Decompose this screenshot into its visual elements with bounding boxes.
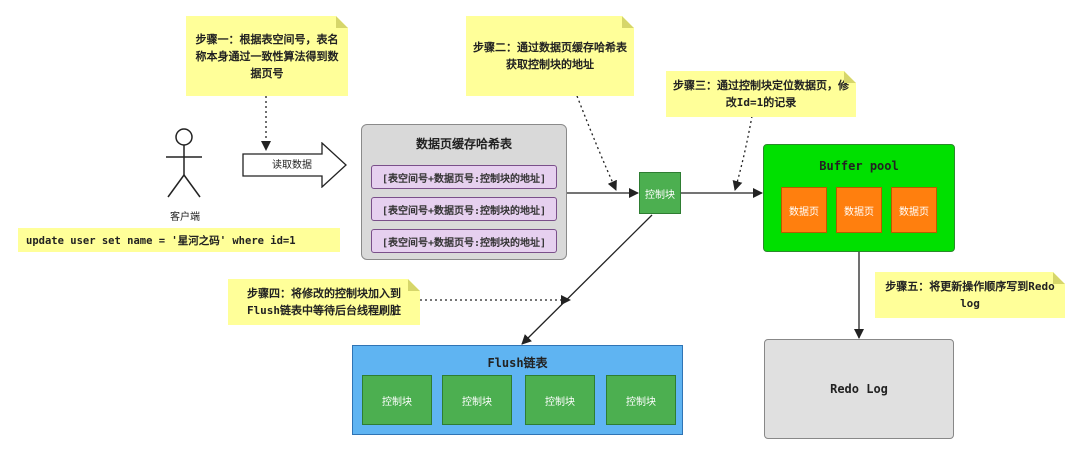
step2-text: 步骤二：通过数据页缓存哈希表获取控制块的地址: [473, 41, 627, 71]
hash-entry: [表空间号+数据页号:控制块的地址]: [371, 165, 557, 189]
hash-table-title: 数据页缓存哈希表: [415, 137, 512, 151]
step3-pointer: [732, 115, 753, 191]
step1-note: 步骤一：根据表空间号，表名称本身通过一致性算法得到数据页号: [186, 16, 348, 96]
sql-statement: update user set name = '星河之码' where id=1: [18, 228, 340, 252]
step3-note: 步骤三：通过控制块定位数据页，修改Id=1的记录: [666, 71, 856, 117]
flush-control-block: 控制块: [442, 375, 512, 425]
data-page: 数据页: [836, 187, 882, 233]
step5-text: 步骤五：将更新操作顺序写到Redo log: [885, 280, 1055, 310]
flush-list: Flush链表 控制块 控制块 控制块 控制块: [352, 345, 683, 435]
hash-entry: [表空间号+数据页号:控制块的地址]: [371, 229, 557, 253]
step2-note: 步骤二：通过数据页缓存哈希表获取控制块的地址: [466, 16, 634, 96]
client-actor-icon: [166, 128, 202, 198]
flush-control-block: 控制块: [525, 375, 595, 425]
data-page: 数据页: [891, 187, 937, 233]
client-label: 客户端: [170, 212, 200, 223]
hash-entry: [表空间号+数据页号:控制块的地址]: [371, 197, 557, 221]
read-data-arrow-icon: [242, 142, 347, 188]
flush-list-title: Flush链表: [487, 356, 548, 370]
buffer-pool: Buffer pool 数据页 数据页 数据页: [763, 144, 955, 252]
hash-table: 数据页缓存哈希表 [表空间号+数据页号:控制块的地址] [表空间号+数据页号:控…: [361, 124, 567, 260]
step4-note: 步骤四：将修改的控制块加入到Flush链表中等待后台线程刷脏: [228, 279, 420, 325]
step5-note: 步骤五：将更新操作顺序写到Redo log: [875, 272, 1065, 318]
flush-control-block: 控制块: [362, 375, 432, 425]
control-block: 控制块: [639, 172, 681, 214]
redo-log: Redo Log: [764, 339, 954, 439]
step4-text: 步骤四：将修改的控制块加入到Flush链表中等待后台线程刷脏: [246, 287, 402, 317]
step2-pointer: [576, 95, 617, 191]
data-page: 数据页: [781, 187, 827, 233]
step3-text: 步骤三：通过控制块定位数据页，修改Id=1的记录: [673, 79, 849, 109]
read-data-label: 读取数据: [272, 160, 312, 171]
flush-control-block: 控制块: [606, 375, 676, 425]
buffer-pool-title: Buffer pool: [819, 159, 899, 173]
step1-text: 步骤一：根据表空间号，表名称本身通过一致性算法得到数据页号: [195, 32, 339, 80]
control-to-flush-line: [521, 214, 653, 345]
